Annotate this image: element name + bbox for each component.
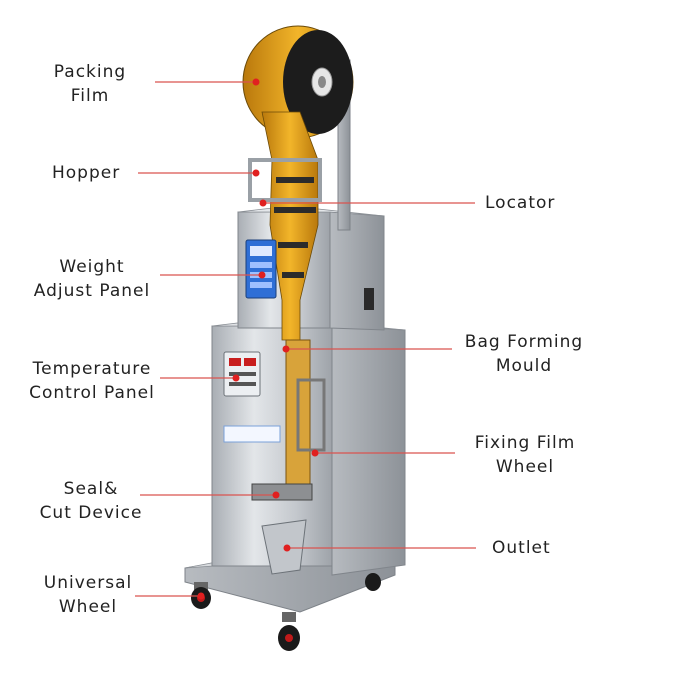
label-weight-adjust-panel: Weight Adjust Panel <box>22 255 162 303</box>
leader-lines <box>135 81 476 597</box>
dot-bag-forming <box>282 345 290 353</box>
label-packing-film-line1: Packing <box>53 62 127 82</box>
callout-dots <box>197 78 319 600</box>
label-fixing-line1: Fixing Film <box>474 433 576 453</box>
label-packing-film-line2: Film <box>70 86 110 106</box>
dot-seal-cut <box>272 491 280 499</box>
dot-hopper <box>252 169 260 177</box>
label-bag-forming-mould: Bag Forming Mould <box>455 330 593 378</box>
front-sticker <box>223 425 281 443</box>
label-temperature-control-panel: Temperature Control Panel <box>16 357 168 405</box>
label-bag-forming-line1: Bag Forming <box>464 332 584 352</box>
lower-cabinet-side <box>331 325 406 576</box>
label-outlet-line1: Outlet <box>492 538 551 558</box>
label-temperature-line1: Temperature <box>32 359 152 379</box>
dot-temperature <box>232 374 240 382</box>
label-bag-forming-line2: Mould <box>495 356 553 376</box>
label-locator: Locator <box>485 191 555 215</box>
dot-fixing-wheel <box>311 449 319 457</box>
label-universal-line2: Wheel <box>58 597 118 617</box>
label-seal-cut-device: Seal& Cut Device <box>32 477 150 525</box>
label-weight-line2: Adjust Panel <box>33 281 151 301</box>
label-universal-line1: Universal <box>43 573 133 593</box>
label-fixing-line2: Wheel <box>495 457 555 477</box>
dot-locator <box>259 199 267 207</box>
label-hopper: Hopper <box>52 161 120 185</box>
dot-weight-panel <box>258 271 266 279</box>
label-outlet: Outlet <box>492 536 551 560</box>
dot-outlet <box>283 544 291 552</box>
wheel-front-right <box>278 612 300 651</box>
wheel-back-right <box>365 573 381 591</box>
label-seal-line1: Seal& <box>63 479 119 499</box>
label-universal-wheel: Universal Wheel <box>34 571 142 619</box>
label-weight-line1: Weight <box>59 257 125 277</box>
label-seal-line2: Cut Device <box>39 503 143 523</box>
label-hopper-line1: Hopper <box>52 163 121 183</box>
hopper-frame <box>248 158 322 202</box>
label-packing-film: Packing Film <box>42 60 138 108</box>
label-temperature-line2: Control Panel <box>29 383 155 403</box>
dot-universal-wheel <box>197 592 205 600</box>
seal-cut-jaws <box>251 483 313 501</box>
label-locator-line1: Locator <box>485 193 556 213</box>
dot-packing-film <box>252 78 260 86</box>
label-fixing-film-wheel: Fixing Film Wheel <box>460 431 590 479</box>
